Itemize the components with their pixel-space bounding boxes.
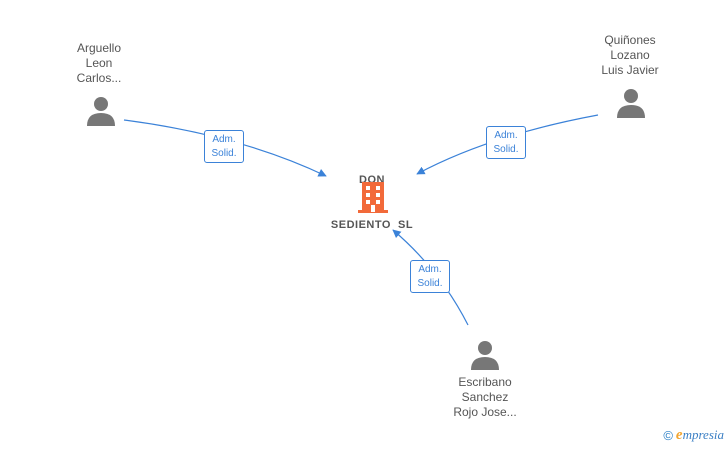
role-text: Solid. [417, 278, 443, 289]
role-badge-quinones[interactable]: Adm. Solid. [486, 126, 526, 159]
person-name-line: Lozano [610, 48, 650, 62]
role-text: Adm. [418, 264, 442, 275]
person-name-line: Leon [85, 56, 113, 70]
person-icon[interactable] [86, 96, 116, 126]
person-name-line: Luis Javier [601, 63, 659, 77]
brand-logo: empresia [676, 427, 724, 444]
person-name-quinones[interactable]: Quiñones Lozano Luis Javier [585, 33, 675, 78]
person-name-line: Carlos... [76, 71, 122, 85]
role-text: Adm. [494, 130, 518, 141]
company-name-line2: SEDIENTO SL [330, 219, 414, 231]
person-icon[interactable] [616, 88, 646, 118]
role-badge-arguello[interactable]: Adm. Solid. [204, 130, 244, 163]
person-name-line: Escribano [458, 375, 512, 389]
role-text: Solid. [211, 148, 237, 159]
person-name-line: Arguello [76, 41, 122, 55]
role-text: Solid. [493, 144, 519, 155]
person-name-line: Sanchez [461, 390, 509, 404]
person-icon[interactable] [470, 340, 500, 370]
role-text: Adm. [212, 134, 236, 145]
role-badge-escribano[interactable]: Adm. Solid. [410, 260, 450, 293]
brand-rest: mpresia [682, 427, 724, 442]
brand-initial: e [675, 427, 683, 443]
person-name-line: Rojo Jose... [453, 405, 517, 419]
person-name-line: Quiñones [604, 33, 656, 47]
brand-footer[interactable]: © empresia [663, 427, 724, 444]
copyright-icon: © [663, 428, 673, 443]
person-name-escribano[interactable]: Escribano Sanchez Rojo Jose... [437, 375, 533, 420]
person-name-arguello[interactable]: Arguello Leon Carlos... [59, 41, 139, 86]
building-icon[interactable] [357, 180, 389, 214]
